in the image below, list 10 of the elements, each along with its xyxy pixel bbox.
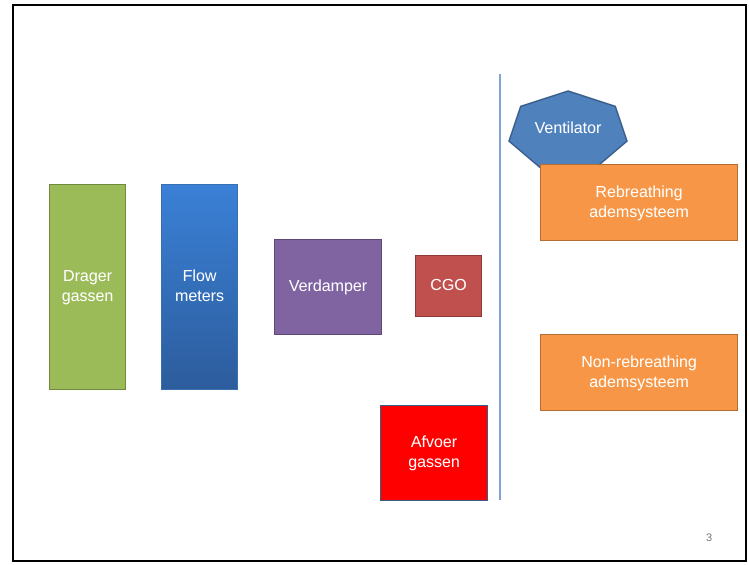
process-box: Drager gassen — [49, 184, 126, 390]
process-box: Rebreathing ademsysteem — [540, 164, 738, 241]
process-box: CGO — [415, 255, 482, 317]
process-box: Non-rebreathing ademsysteem — [540, 334, 738, 411]
process-box: Afvoer gassen — [380, 405, 488, 501]
page-number: 3 — [706, 532, 712, 544]
process-box: Flow meters — [161, 184, 238, 390]
heptagon-node — [508, 90, 628, 168]
node-label: Ventilator — [534, 119, 602, 139]
process-box: Verdamper — [274, 239, 382, 335]
